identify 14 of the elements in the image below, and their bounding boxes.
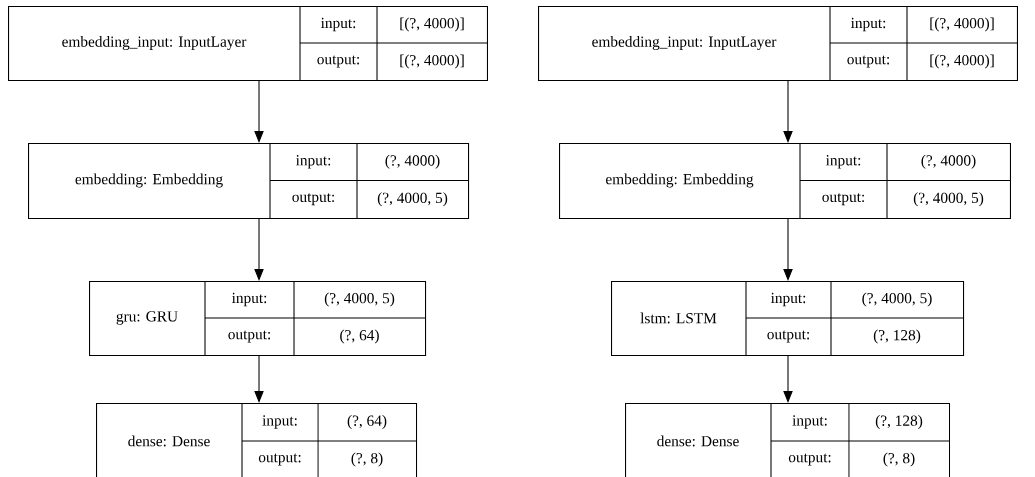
- layer-table: dense: Dense input: (?, 64) output: (?, 8): [96, 402, 418, 477]
- layer-table: embedding: Embedding input: (?, 4000) output: (?, 4000, 5): [559, 142, 1011, 219]
- layer-table: embedding_input: InputLayer input: [(?, 4000)] output: [(?, 4000)]: [538, 5, 1018, 82]
- layer-table: gru: GRU input: (?, 4000, 5) output: (?, 64): [89, 280, 427, 357]
- arrow: [783, 80, 793, 143]
- arrow: [254, 355, 264, 403]
- layer-table: embedding_input: InputLayer input: [(?, 4000)] output: [(?, 4000)]: [8, 5, 488, 82]
- arrow: [254, 218, 264, 281]
- arrow: [254, 80, 264, 143]
- layer-table: lstm: LSTM input: (?, 4000, 5) output: (?, 128): [611, 280, 965, 357]
- layer-table: dense: Dense input: (?, 128) output: (?, 8): [625, 402, 951, 477]
- layer-table: embedding: Embedding input: (?, 4000) output: (?, 4000, 5): [28, 142, 470, 219]
- arrow: [783, 355, 793, 403]
- arrow: [783, 218, 793, 281]
